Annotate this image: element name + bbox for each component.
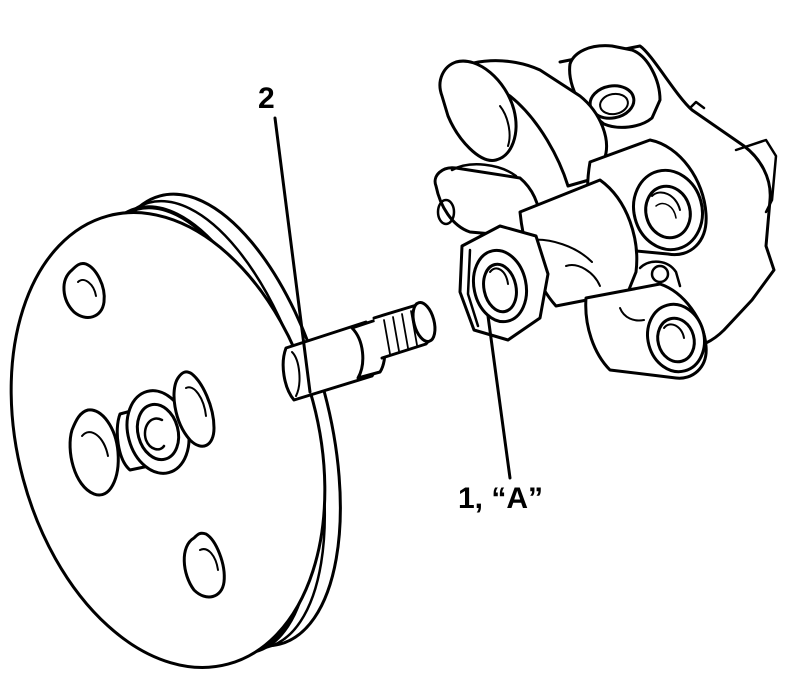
callout-label-1-a: 1, “A” [458,482,544,515]
pulley-slot-upper [62,262,106,319]
pulley-hub [115,370,216,475]
pulley [9,192,342,669]
pump-shaft [281,301,437,402]
pump-body [433,44,778,380]
hub-nut-c [143,417,166,451]
pulley-slot-lower [182,531,226,599]
leader-line-2 [273,116,312,394]
callout-label-2: 2 [258,82,275,115]
leader-lines [273,116,512,480]
pulley-center-slot [68,408,120,497]
pulley-face-openings [62,262,226,599]
pump-side-housing [433,166,542,240]
leader-line-1 [486,314,512,480]
